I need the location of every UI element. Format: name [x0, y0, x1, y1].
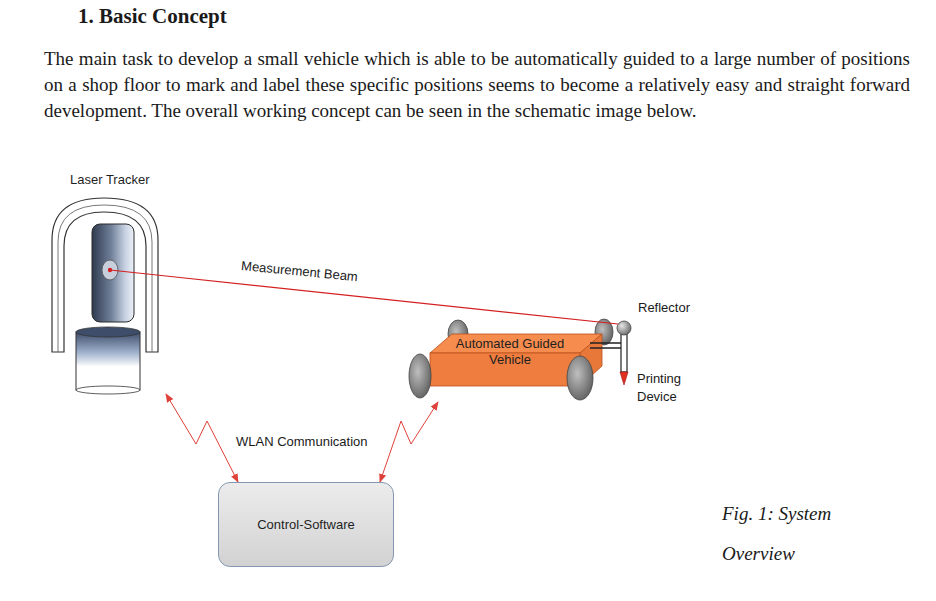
part-label: Reflector — [638, 300, 690, 316]
edge-label: Measurement Beam — [240, 258, 358, 285]
wireless-link — [166, 394, 238, 482]
beam-inside-tracker — [110, 270, 166, 276]
process-box: Control-Software — [218, 482, 394, 567]
body-paragraph: The main task to develop a small vehicle… — [44, 46, 910, 124]
laser-tracker: Laser Tracker — [46, 172, 166, 394]
printer-tip — [620, 372, 628, 385]
tracker-head — [92, 224, 134, 322]
node-text: Laser Tracker — [70, 172, 149, 188]
measurement-beam — [166, 276, 618, 324]
wheel — [567, 356, 593, 400]
vehicle: Automated Guided Vehicle — [408, 324, 628, 402]
link-label: WLAN Communication — [236, 434, 368, 450]
printer-arm — [590, 343, 621, 348]
vehicle-drawing — [409, 319, 631, 400]
wheel — [409, 354, 431, 398]
tracker-base-bottom — [76, 386, 140, 394]
tracker-yoke — [52, 198, 158, 352]
wireless-link — [380, 402, 438, 482]
tracker-yoke-line — [58, 205, 152, 352]
reflector-ball — [617, 321, 631, 335]
part-label: Printing Device — [637, 370, 701, 406]
node-text: Control-Software — [257, 517, 355, 533]
laser-tracker-drawing — [52, 198, 166, 394]
tracker-base — [76, 332, 140, 390]
section-heading: 1. Basic Concept — [78, 4, 227, 29]
node-text: Automated Guided Vehicle — [440, 336, 580, 368]
figure-caption: Fig. 1: System Overview — [722, 494, 892, 574]
printer-post — [621, 334, 627, 372]
tracker-base-top — [76, 327, 140, 337]
